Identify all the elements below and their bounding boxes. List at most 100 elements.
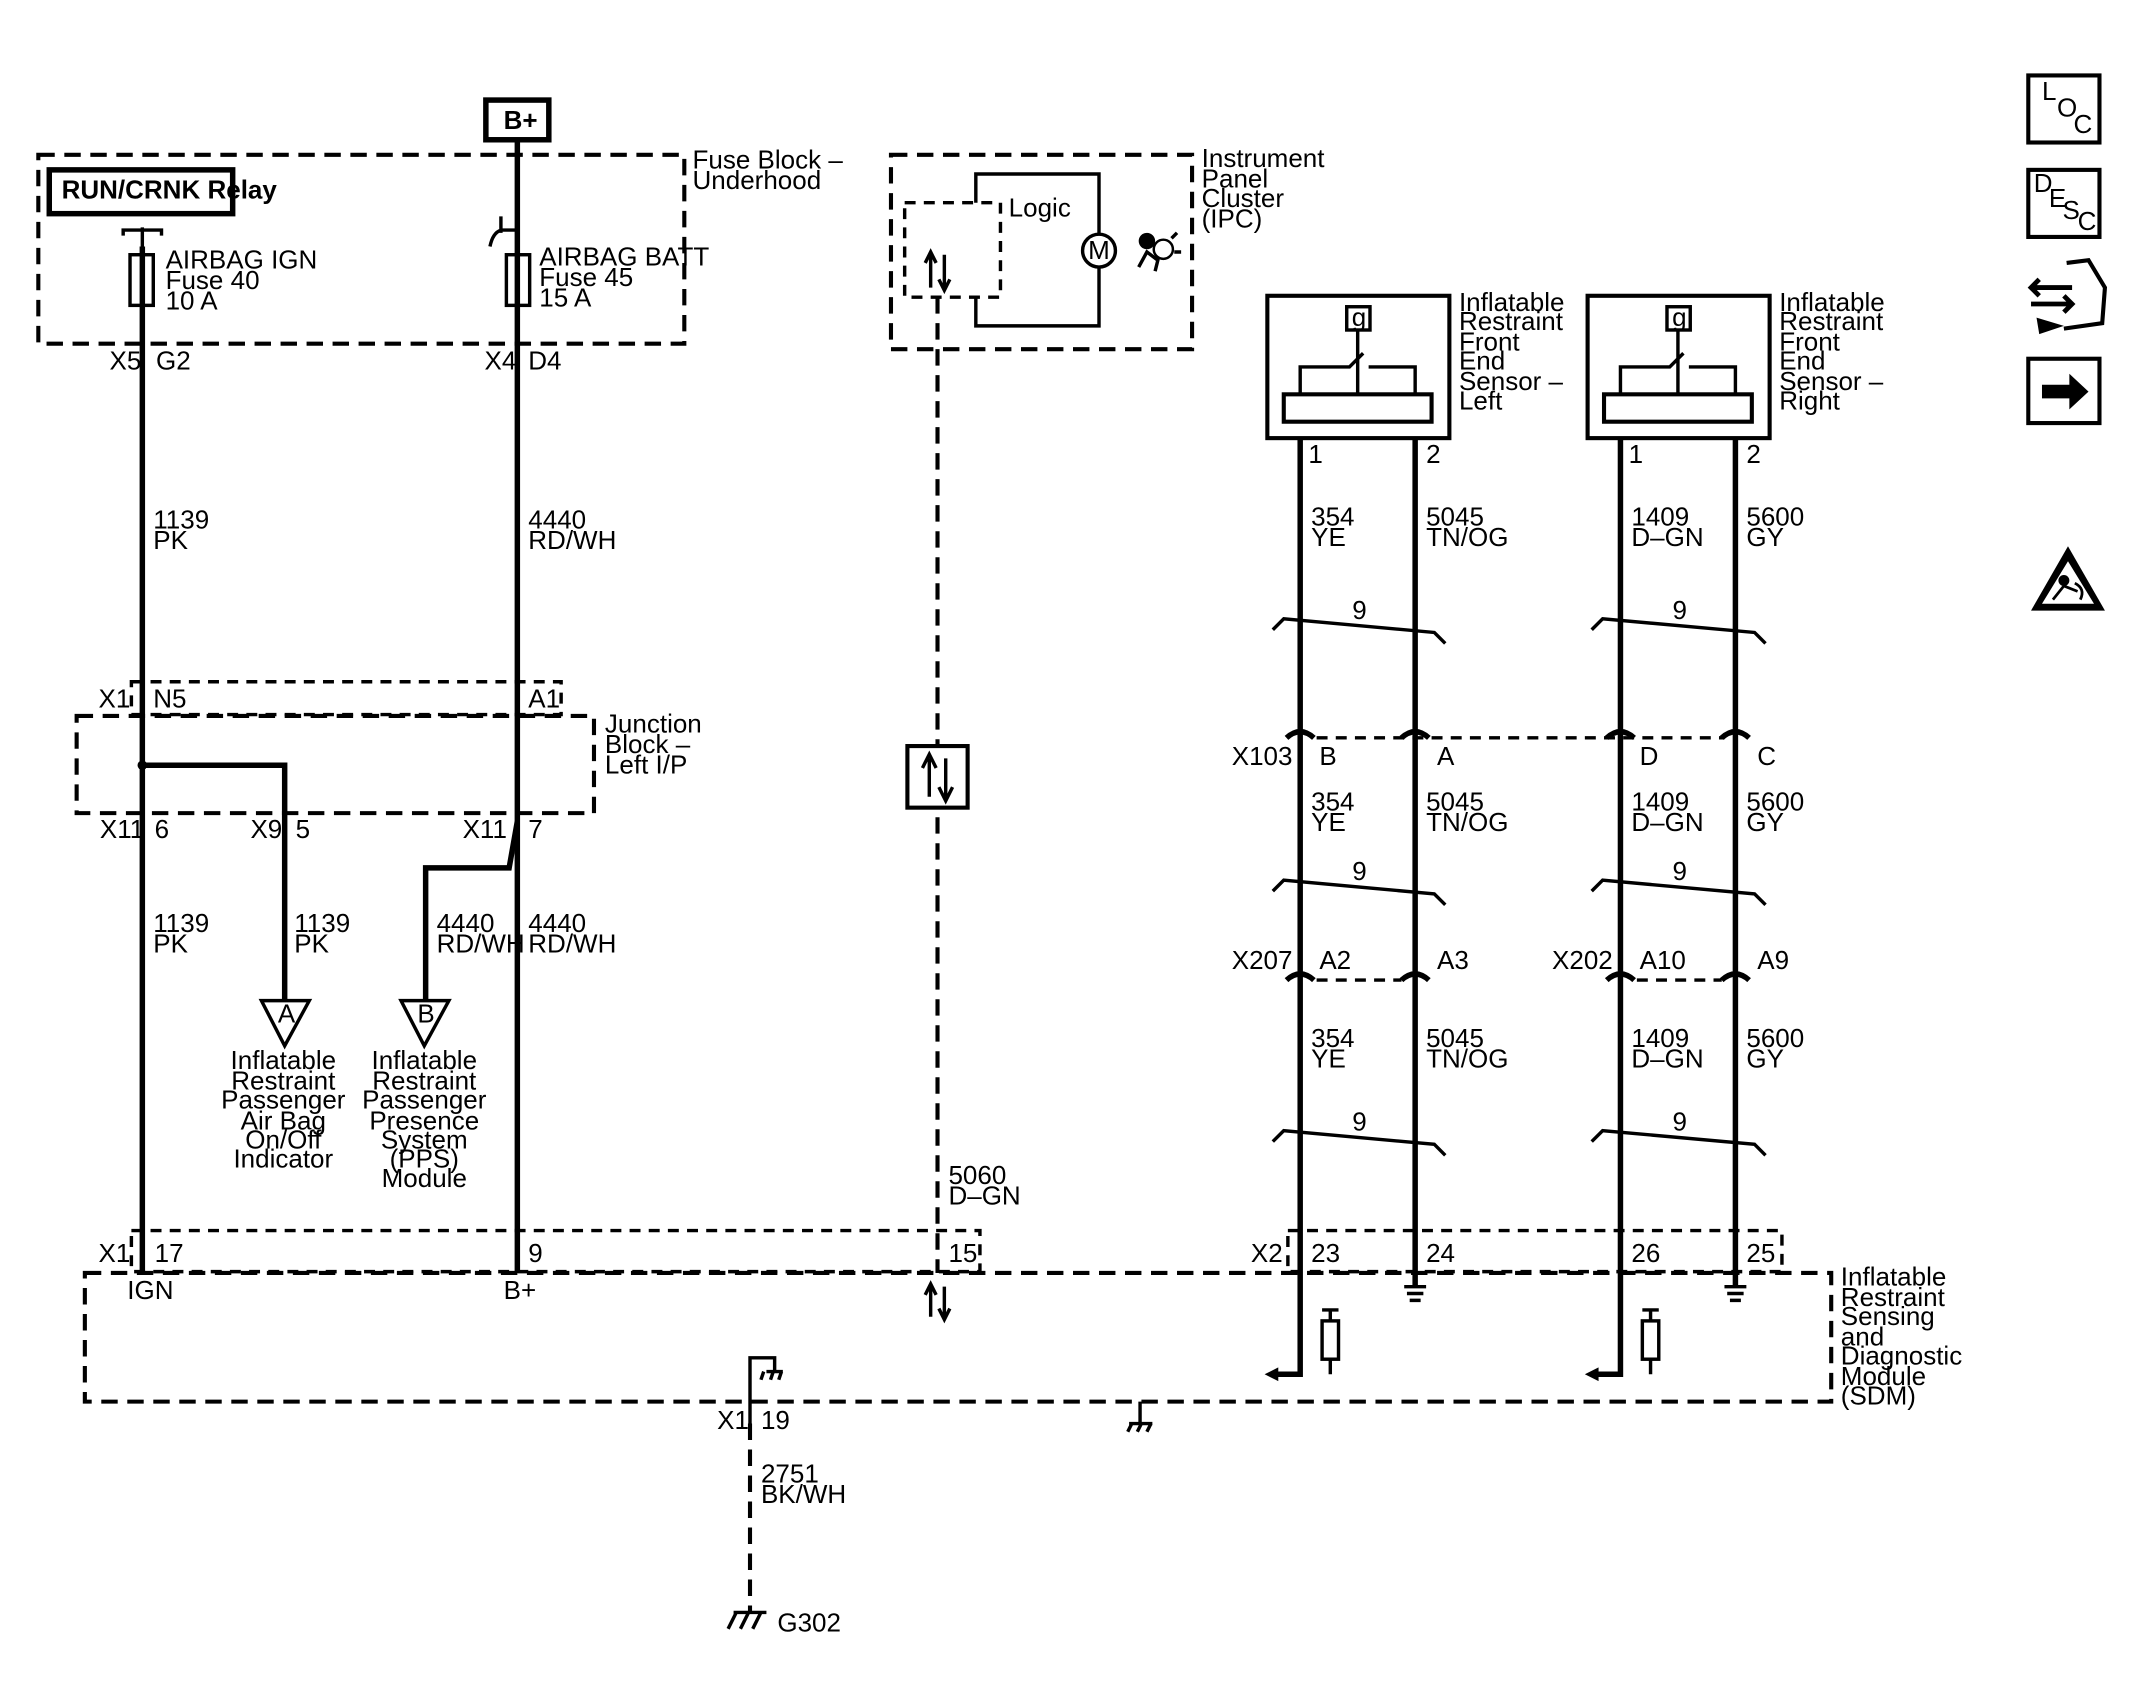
wire-1139-color-b: PK	[153, 929, 188, 959]
ground-g302-icon	[726, 1610, 767, 1630]
sdm-name-6: Module	[1841, 1361, 1926, 1391]
offpage-a-line-1: Inflatable	[231, 1045, 337, 1075]
fuse-ign-line-1: AIRBAG IGN	[166, 244, 318, 274]
wire-1139-color-c: PK	[294, 929, 329, 959]
w1409-num-2: 1409	[1631, 786, 1689, 816]
jb-pin-6: 6	[155, 814, 169, 844]
b-plus-source: B+	[483, 97, 552, 143]
conn-x5: X5	[109, 346, 141, 376]
fuse-block-name-1: Fuse Block –	[693, 145, 844, 175]
sensor-left-name-3: Front	[1459, 327, 1520, 357]
connector-tool-icon[interactable]	[2027, 257, 2108, 335]
wire-1139-branch	[142, 762, 288, 1000]
sdm-pin-19: 19	[761, 1405, 790, 1435]
sensor-right-pin-1: 1	[1629, 439, 1643, 469]
x103-pin-c: C	[1757, 741, 1776, 771]
desc-letter-c: C	[2078, 206, 2097, 236]
sdm-name-7: (SDM)	[1841, 1380, 1916, 1410]
offpage-b-line-3: Passenger	[362, 1085, 487, 1115]
w1409-color-2: D–GN	[1631, 807, 1703, 837]
wire-1139-num-c: 1139	[294, 908, 350, 938]
twist-2b: 9	[1672, 856, 1686, 886]
sdm-pin-17: 17	[155, 1238, 184, 1268]
w354-color-3: YE	[1311, 1044, 1346, 1074]
offpage-a-line-6: Indicator	[233, 1144, 333, 1174]
desc-letter-e: E	[2049, 183, 2066, 213]
sensor-left-pin-2: 2	[1426, 439, 1440, 469]
jb-a1: A1	[528, 684, 560, 714]
sensor-right-name-2: Restraint	[1779, 306, 1884, 336]
sdm-ign-label: IGN	[127, 1275, 173, 1305]
wire-4440-color-a: RD/WH	[528, 525, 616, 555]
jb-name-1: Junction	[605, 708, 702, 738]
w1409-color-1: D–GN	[1631, 522, 1703, 552]
jb-x1: X1	[99, 684, 131, 714]
twist-3b: 9	[1672, 1107, 1686, 1137]
batt-contact-icon	[488, 216, 518, 247]
ipc-name-3: Cluster	[1202, 183, 1285, 213]
wire-4440-num-c: 4440	[528, 908, 586, 938]
sensor-left-pin-1: 1	[1308, 439, 1322, 469]
conn-x4: X4	[484, 346, 516, 376]
w5045-color-2: TN/OG	[1426, 807, 1508, 837]
sdm-pin-23: 23	[1311, 1238, 1340, 1268]
relay-contact-icon	[121, 227, 164, 247]
fuse-block-name-2: Underhood	[693, 165, 822, 195]
airbag-indicator-icon	[1137, 231, 1182, 272]
b-plus-label: B+	[504, 105, 538, 135]
twisted-pair-markers: 9 9 9 9 9 9	[1271, 595, 1767, 1157]
sdm-name-1: Inflatable	[1841, 1261, 1947, 1291]
x103-pin-a: A	[1437, 741, 1455, 771]
sdm-name-4: and	[1841, 1322, 1884, 1352]
fuse-ign-line-2: Fuse 40	[166, 265, 260, 295]
x207-pin-a2: A2	[1319, 945, 1351, 975]
sensor-left-name-5: Sensor –	[1459, 366, 1564, 396]
sensor-right-name-1: Inflatable	[1779, 287, 1885, 317]
fuse-batt-line-2: Fuse 45	[539, 262, 633, 292]
x103-label: X103	[1232, 741, 1293, 771]
wire-4440-num-a: 4440	[528, 504, 586, 534]
offpage-b-triangle	[398, 998, 452, 1050]
resistor-26-icon	[1584, 1308, 1661, 1382]
sensor-right-name-4: End	[1779, 346, 1825, 376]
data-arrows-icon	[923, 248, 952, 295]
offpage-a-line-5: On/Off	[245, 1124, 322, 1154]
sensor-front-right: g 1 2 Inflatable Restraint Front End Sen…	[1585, 287, 1885, 469]
x207-label: X207	[1232, 945, 1293, 975]
wire-1139-num-b: 1139	[153, 908, 209, 938]
wire-1139-num-a: 1139	[153, 504, 209, 534]
serial-data-symbol	[905, 744, 970, 810]
jb-x11-b: X11	[463, 814, 507, 844]
sdm-pin-15: 15	[948, 1238, 977, 1268]
offpage-a-letter: A	[278, 999, 296, 1029]
sensor-right-name-6: Right	[1779, 385, 1840, 415]
loc-icon[interactable]: L O C	[2026, 73, 2102, 145]
ground-symbol-24	[1404, 1284, 1427, 1303]
offpage-b-line-5: System	[381, 1124, 468, 1154]
next-arrow-icon[interactable]	[2026, 356, 2102, 426]
x207-pin-a3: A3	[1437, 945, 1469, 975]
x103-pin-d: D	[1640, 741, 1659, 771]
sensor-right-name-5: Sensor –	[1779, 366, 1884, 396]
twist-1a: 9	[1352, 595, 1366, 625]
wire-5060-color: D–GN	[948, 1181, 1020, 1211]
w1409-color-3: D–GN	[1631, 1044, 1703, 1074]
sdm-name-5: Diagnostic	[1841, 1341, 1962, 1371]
sensor-wire-labels: 354 YE 5045 TN/OG 1409 D–GN 5600 GY 354 …	[1311, 502, 1804, 1074]
pin-d4: D4	[528, 346, 561, 376]
offpage-a-line-4: Air Bag	[241, 1105, 326, 1135]
w5600-num-2: 5600	[1746, 786, 1804, 816]
ipc-name-4: (IPC)	[1202, 203, 1263, 233]
desc-icon[interactable]: D E S C	[2026, 168, 2102, 239]
w5600-color-3: GY	[1746, 1044, 1784, 1074]
ipc-name-2: Panel	[1202, 164, 1269, 194]
sdm-pin-25: 25	[1746, 1238, 1775, 1268]
w5045-color-3: TN/OG	[1426, 1044, 1508, 1074]
fuse-block-underhood: Fuse Block – Underhood RUN/CRNK Relay AI…	[36, 145, 844, 376]
sdm-internal-ground-icon	[748, 1356, 784, 1424]
sdm-pin-9: 9	[528, 1238, 542, 1268]
w5045-num-1: 5045	[1426, 502, 1484, 532]
wire-4440-color-b: RD/WH	[437, 929, 525, 959]
wire-5060-num: 5060	[948, 1160, 1006, 1190]
x202-pin-a9: A9	[1757, 945, 1789, 975]
